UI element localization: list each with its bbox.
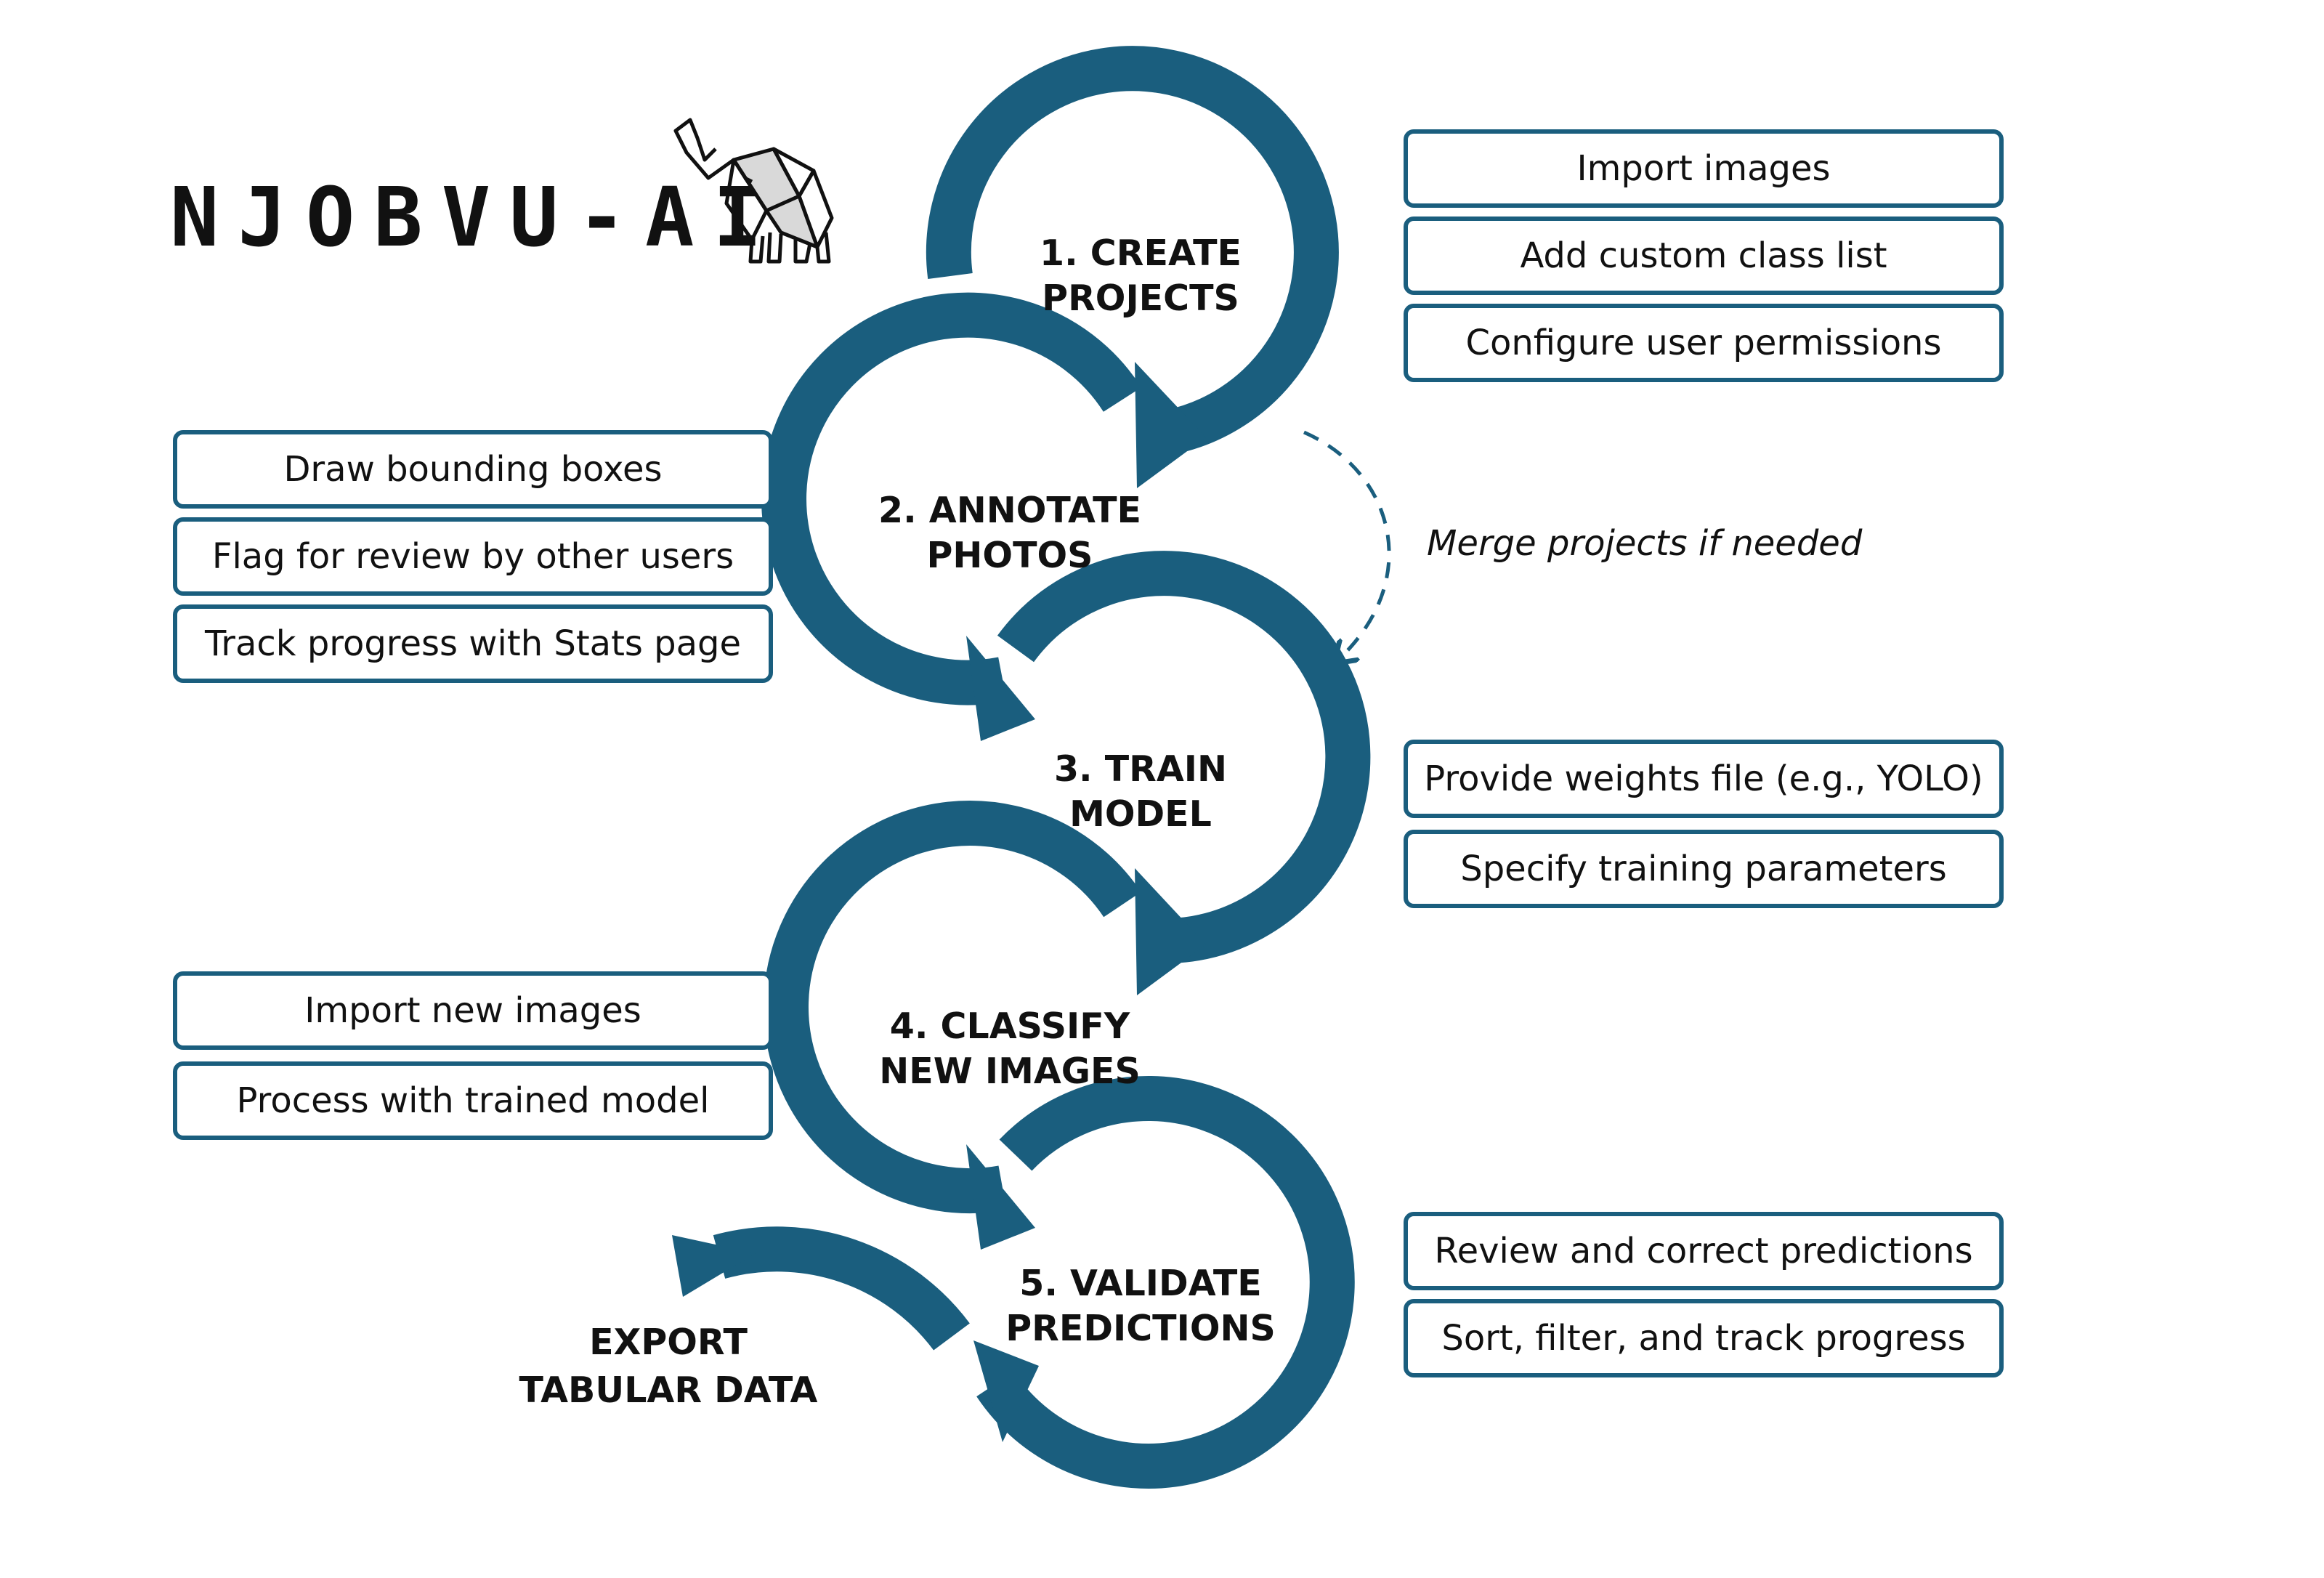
export-title-line1: EXPORT: [589, 1322, 748, 1363]
task-provide-weights-file: Provide weights file (e.g., YOLO): [1404, 740, 2004, 818]
step5-title-line2: PREDICTIONS: [1005, 1308, 1276, 1349]
logo-wordmark: NJOBVU-AI: [170, 171, 781, 265]
step1-title-line2: PROJECTS: [1042, 278, 1239, 319]
merge-projects-note: Merge projects if needed: [1427, 523, 1863, 564]
step-create-projects: 1. CREATE PROJECTS: [995, 231, 1286, 321]
step4-title-line1: 4. CLASSIFY: [889, 1006, 1130, 1047]
task-track-progress-stats: Track progress with Stats page: [173, 604, 773, 683]
step1-arrowhead: [1135, 362, 1206, 488]
task-flag-for-review: Flag for review by other users: [173, 517, 773, 596]
step-train-model: 3. TRAIN MODEL: [995, 747, 1286, 837]
export-arc: [713, 1226, 970, 1351]
task-import-new-images: Import new images: [173, 971, 773, 1050]
step3-loop-arc: [997, 551, 1371, 963]
step5-loop-arc: [976, 1076, 1355, 1489]
step5-title-line1: 5. VALIDATE: [1019, 1263, 1262, 1304]
step4-arrowhead: [966, 1144, 1035, 1250]
step-classify-new-images: 4. CLASSIFY NEW IMAGES: [850, 1004, 1170, 1094]
task-review-and-correct: Review and correct predictions: [1404, 1212, 2004, 1290]
task-add-custom-class-list: Add custom class list: [1404, 217, 2004, 295]
export-arrowhead: [672, 1235, 756, 1297]
task-import-images: Import images: [1404, 129, 2004, 208]
step1-loop-arc: [926, 46, 1339, 455]
step3-title-line1: 3. TRAIN: [1053, 748, 1228, 790]
step2-title-line2: PHOTOS: [926, 535, 1093, 576]
step2-loop-arc: [761, 292, 1142, 705]
step-validate-predictions: 5. VALIDATE PREDICTIONS: [981, 1261, 1300, 1351]
step4-loop-arc: [763, 801, 1141, 1213]
step1-title-line1: 1. CREATE: [1040, 232, 1242, 274]
step3-title-line2: MODEL: [1069, 793, 1212, 835]
step3-arrowhead: [1135, 868, 1206, 995]
step5-arrowhead: [973, 1340, 1039, 1442]
task-process-with-trained-model: Process with trained model: [173, 1061, 773, 1140]
task-configure-user-permissions: Configure user permissions: [1404, 304, 2004, 382]
export-tabular-data: EXPORT TABULAR DATA: [509, 1319, 828, 1415]
step2-title-line1: 2. ANNOTATE: [878, 490, 1141, 531]
step2-arrowhead: [966, 636, 1035, 741]
task-draw-bounding-boxes: Draw bounding boxes: [173, 430, 773, 509]
task-specify-training-parameters: Specify training parameters: [1404, 830, 2004, 908]
export-title-line2: TABULAR DATA: [519, 1369, 818, 1411]
step4-title-line2: NEW IMAGES: [879, 1051, 1141, 1092]
task-sort-filter-track: Sort, filter, and track progress: [1404, 1299, 2004, 1377]
merge-dashed-arrow: [1303, 430, 1391, 661]
elephant-icon: [673, 118, 834, 264]
step-annotate-photos: 2. ANNOTATE PHOTOS: [850, 488, 1170, 578]
